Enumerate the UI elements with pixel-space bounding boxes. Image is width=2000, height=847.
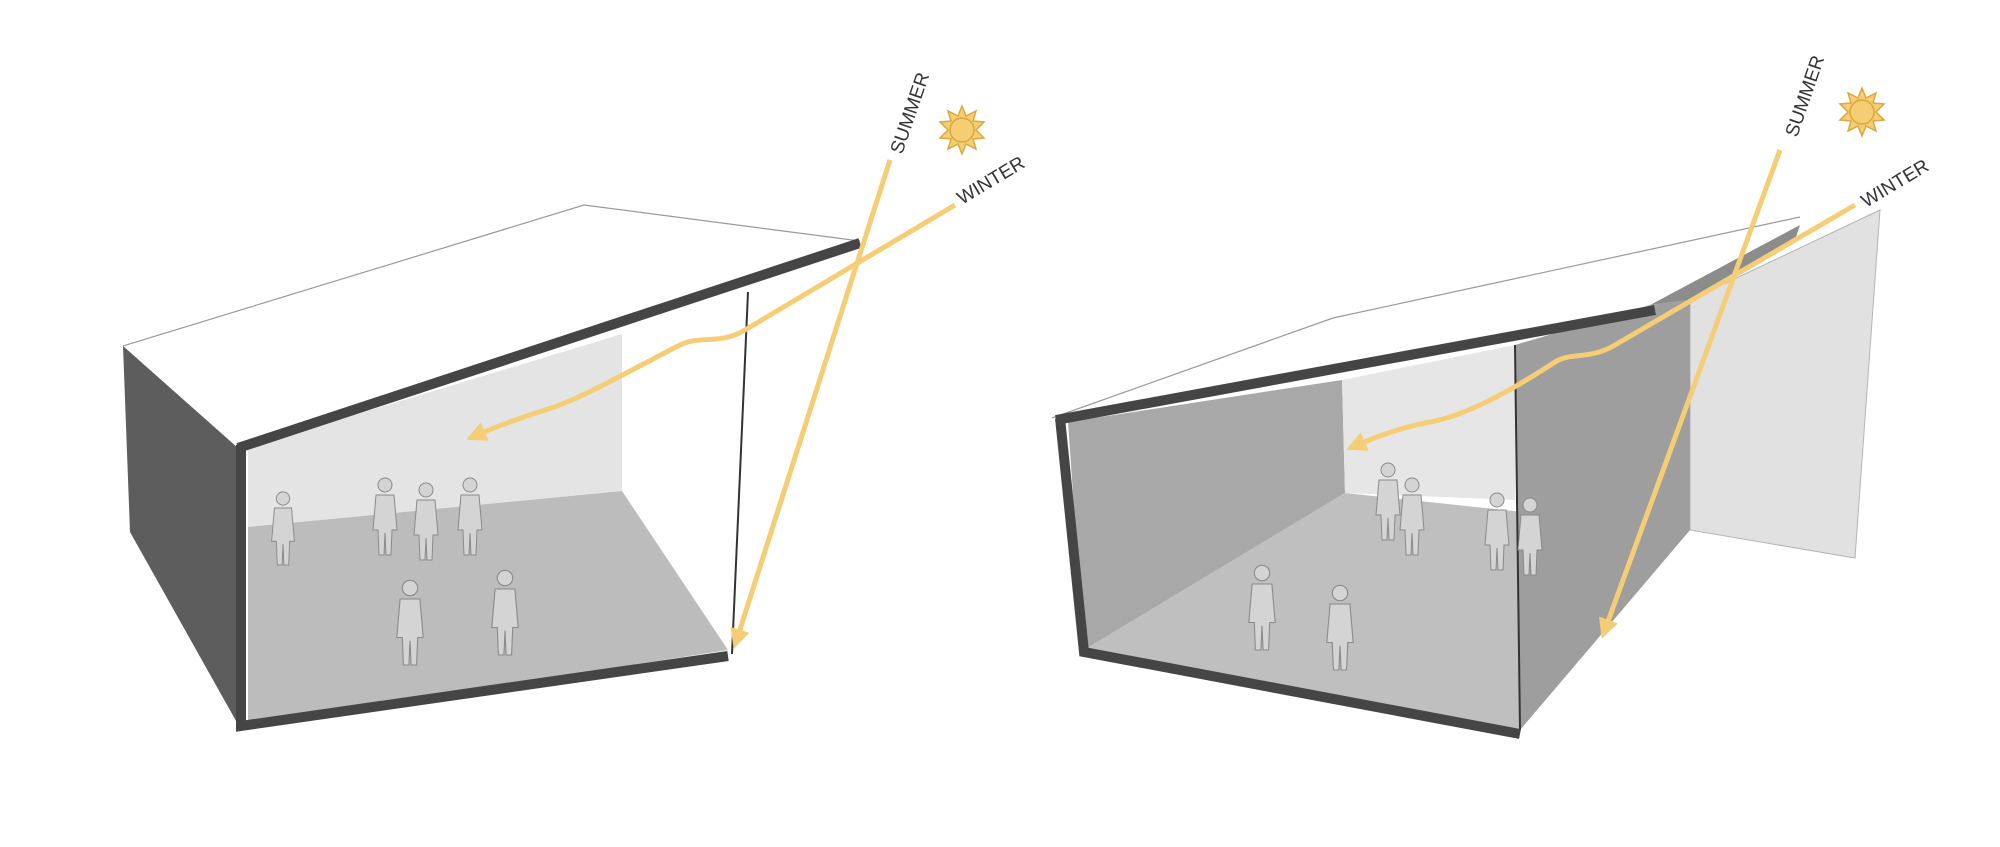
right-glazing-wall bbox=[1515, 300, 1690, 730]
sun-icon bbox=[1838, 85, 1886, 139]
left-front-frame bbox=[236, 238, 862, 453]
sun-icon bbox=[938, 103, 986, 157]
left-building-diagram: SUMMER WINTER bbox=[122, 70, 1029, 732]
left-side-wall bbox=[123, 346, 240, 728]
left-summer-ray bbox=[730, 159, 893, 649]
left-back-wall bbox=[248, 334, 622, 527]
right-roof-outline bbox=[1051, 216, 1801, 419]
left-floor bbox=[248, 491, 728, 724]
summer-label: SUMMER bbox=[1782, 53, 1829, 140]
winter-label: WINTER bbox=[954, 153, 1029, 210]
right-front-frame bbox=[1055, 305, 1656, 425]
right-interior-wall bbox=[1068, 380, 1345, 650]
summer-label: SUMMER bbox=[887, 70, 934, 157]
right-summer-ray bbox=[1599, 149, 1783, 639]
left-winter-ray bbox=[466, 202, 957, 441]
winter-label: WINTER bbox=[1858, 156, 1933, 213]
left-roof-outline bbox=[122, 204, 861, 347]
right-fin-wall bbox=[1689, 209, 1881, 559]
right-winter-ray bbox=[1346, 202, 1857, 451]
left-glazing-edge bbox=[731, 291, 749, 655]
right-building-diagram: SUMMER WINTER bbox=[1051, 53, 1933, 739]
